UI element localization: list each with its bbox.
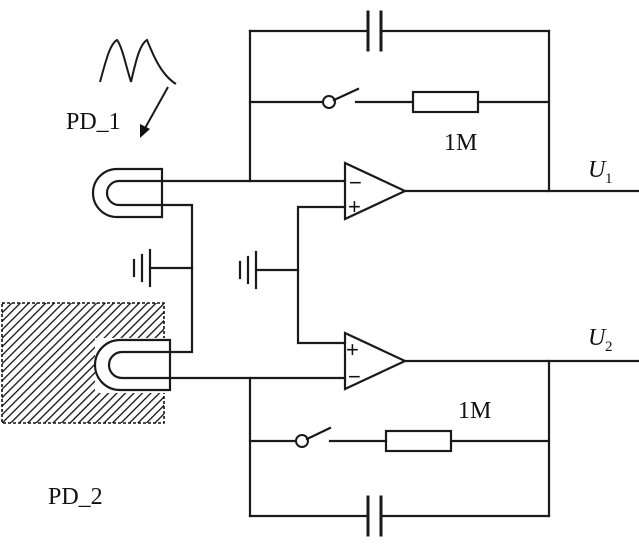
resistor-top-label: 1M <box>444 130 477 156</box>
switch-top-icon <box>322 87 360 109</box>
output-u2-label: U 2 <box>588 325 613 355</box>
switch-bottom-icon <box>295 426 332 448</box>
pd1-label: PD_1 <box>66 109 121 135</box>
amp1-plus-label: + <box>348 194 361 219</box>
svg-text:U: U <box>588 325 607 351</box>
svg-text:U: U <box>588 157 607 183</box>
light-pulse-icon <box>99 38 177 85</box>
resistor-bottom-label: 1M <box>458 398 491 424</box>
resistor-top-icon <box>411 90 480 114</box>
amp2-minus-label: − <box>348 364 361 389</box>
pd2-label: PD_2 <box>48 484 103 510</box>
svg-text:1: 1 <box>605 171 613 187</box>
ground-icon <box>132 248 152 288</box>
amp1-minus-label: − <box>349 170 362 195</box>
output-u1-label: U 1 <box>588 157 613 187</box>
pd1-photodiode-icon <box>91 167 164 219</box>
resistor-bottom-icon <box>384 429 453 453</box>
pd2-photodiode-icon <box>93 338 172 393</box>
op-amp-2-icon <box>343 331 408 391</box>
capacitor-bottom-icon <box>366 495 383 537</box>
op-amp-1-icon <box>343 161 408 221</box>
amp2-plus-label: + <box>346 337 359 362</box>
ground-icon <box>238 250 258 290</box>
svg-text:2: 2 <box>605 339 613 355</box>
arrow-icon <box>140 86 169 138</box>
capacitor-top-icon <box>366 10 383 52</box>
